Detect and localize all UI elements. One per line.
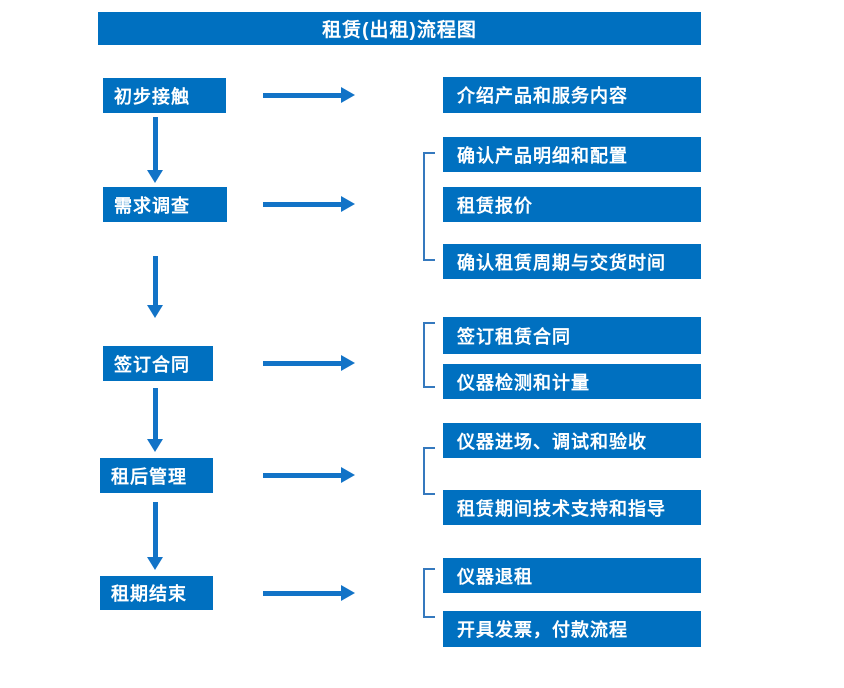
arrow-shaft bbox=[263, 201, 342, 207]
arrow-head bbox=[341, 467, 355, 483]
arrow-shaft bbox=[152, 388, 158, 440]
right-arrow-icon bbox=[263, 467, 355, 483]
right-arrow-icon bbox=[263, 585, 355, 601]
arrow-head bbox=[147, 439, 163, 452]
group-bracket-icon bbox=[423, 568, 435, 618]
output-box-confirm-rental-period: 确认租赁周期与交货时间 bbox=[443, 244, 701, 279]
arrow-shaft bbox=[152, 256, 158, 306]
group-bracket-icon bbox=[423, 322, 435, 388]
arrow-head bbox=[147, 305, 163, 318]
down-arrow-icon bbox=[147, 256, 163, 318]
output-box-technical-support: 租赁期间技术支持和指导 bbox=[443, 490, 701, 525]
arrow-head bbox=[341, 87, 355, 103]
arrow-head bbox=[147, 557, 163, 570]
output-box-instrument-return: 仪器退租 bbox=[443, 558, 701, 593]
output-box-introduce-products: 介绍产品和服务内容 bbox=[443, 77, 701, 113]
right-arrow-icon bbox=[263, 355, 355, 371]
right-arrow-icon bbox=[263, 87, 355, 103]
arrow-shaft bbox=[152, 117, 158, 171]
arrow-shaft bbox=[263, 590, 342, 596]
right-arrow-icon bbox=[263, 196, 355, 212]
output-box-invoice-payment: 开具发票，付款流程 bbox=[443, 611, 701, 647]
arrow-shaft bbox=[263, 472, 342, 478]
group-bracket-icon bbox=[423, 447, 435, 495]
output-box-rental-quote: 租赁报价 bbox=[443, 187, 701, 222]
arrow-shaft bbox=[263, 360, 342, 366]
stage-box-demand-survey: 需求调查 bbox=[103, 187, 227, 222]
output-box-sign-rental-contract: 签订租赁合同 bbox=[443, 317, 701, 354]
stage-box-rental-end: 租期结束 bbox=[100, 576, 213, 610]
arrow-head bbox=[341, 585, 355, 601]
output-box-confirm-product-details: 确认产品明细和配置 bbox=[443, 137, 701, 172]
down-arrow-icon bbox=[147, 117, 163, 183]
stage-box-initial-contact: 初步接触 bbox=[103, 78, 226, 113]
group-bracket-icon bbox=[423, 152, 435, 261]
arrow-head bbox=[147, 170, 163, 183]
down-arrow-icon bbox=[147, 388, 163, 452]
stage-box-post-rental-management: 租后管理 bbox=[100, 458, 213, 493]
arrow-shaft bbox=[263, 92, 342, 98]
output-box-instrument-testing: 仪器检测和计量 bbox=[443, 364, 701, 399]
flowchart-title: 租赁(出租)流程图 bbox=[98, 12, 701, 45]
output-box-instrument-installation: 仪器进场、调试和验收 bbox=[443, 423, 701, 458]
arrow-head bbox=[341, 196, 355, 212]
stage-box-sign-contract: 签订合同 bbox=[103, 346, 213, 381]
arrow-shaft bbox=[152, 502, 158, 558]
arrow-head bbox=[341, 355, 355, 371]
down-arrow-icon bbox=[147, 502, 163, 570]
